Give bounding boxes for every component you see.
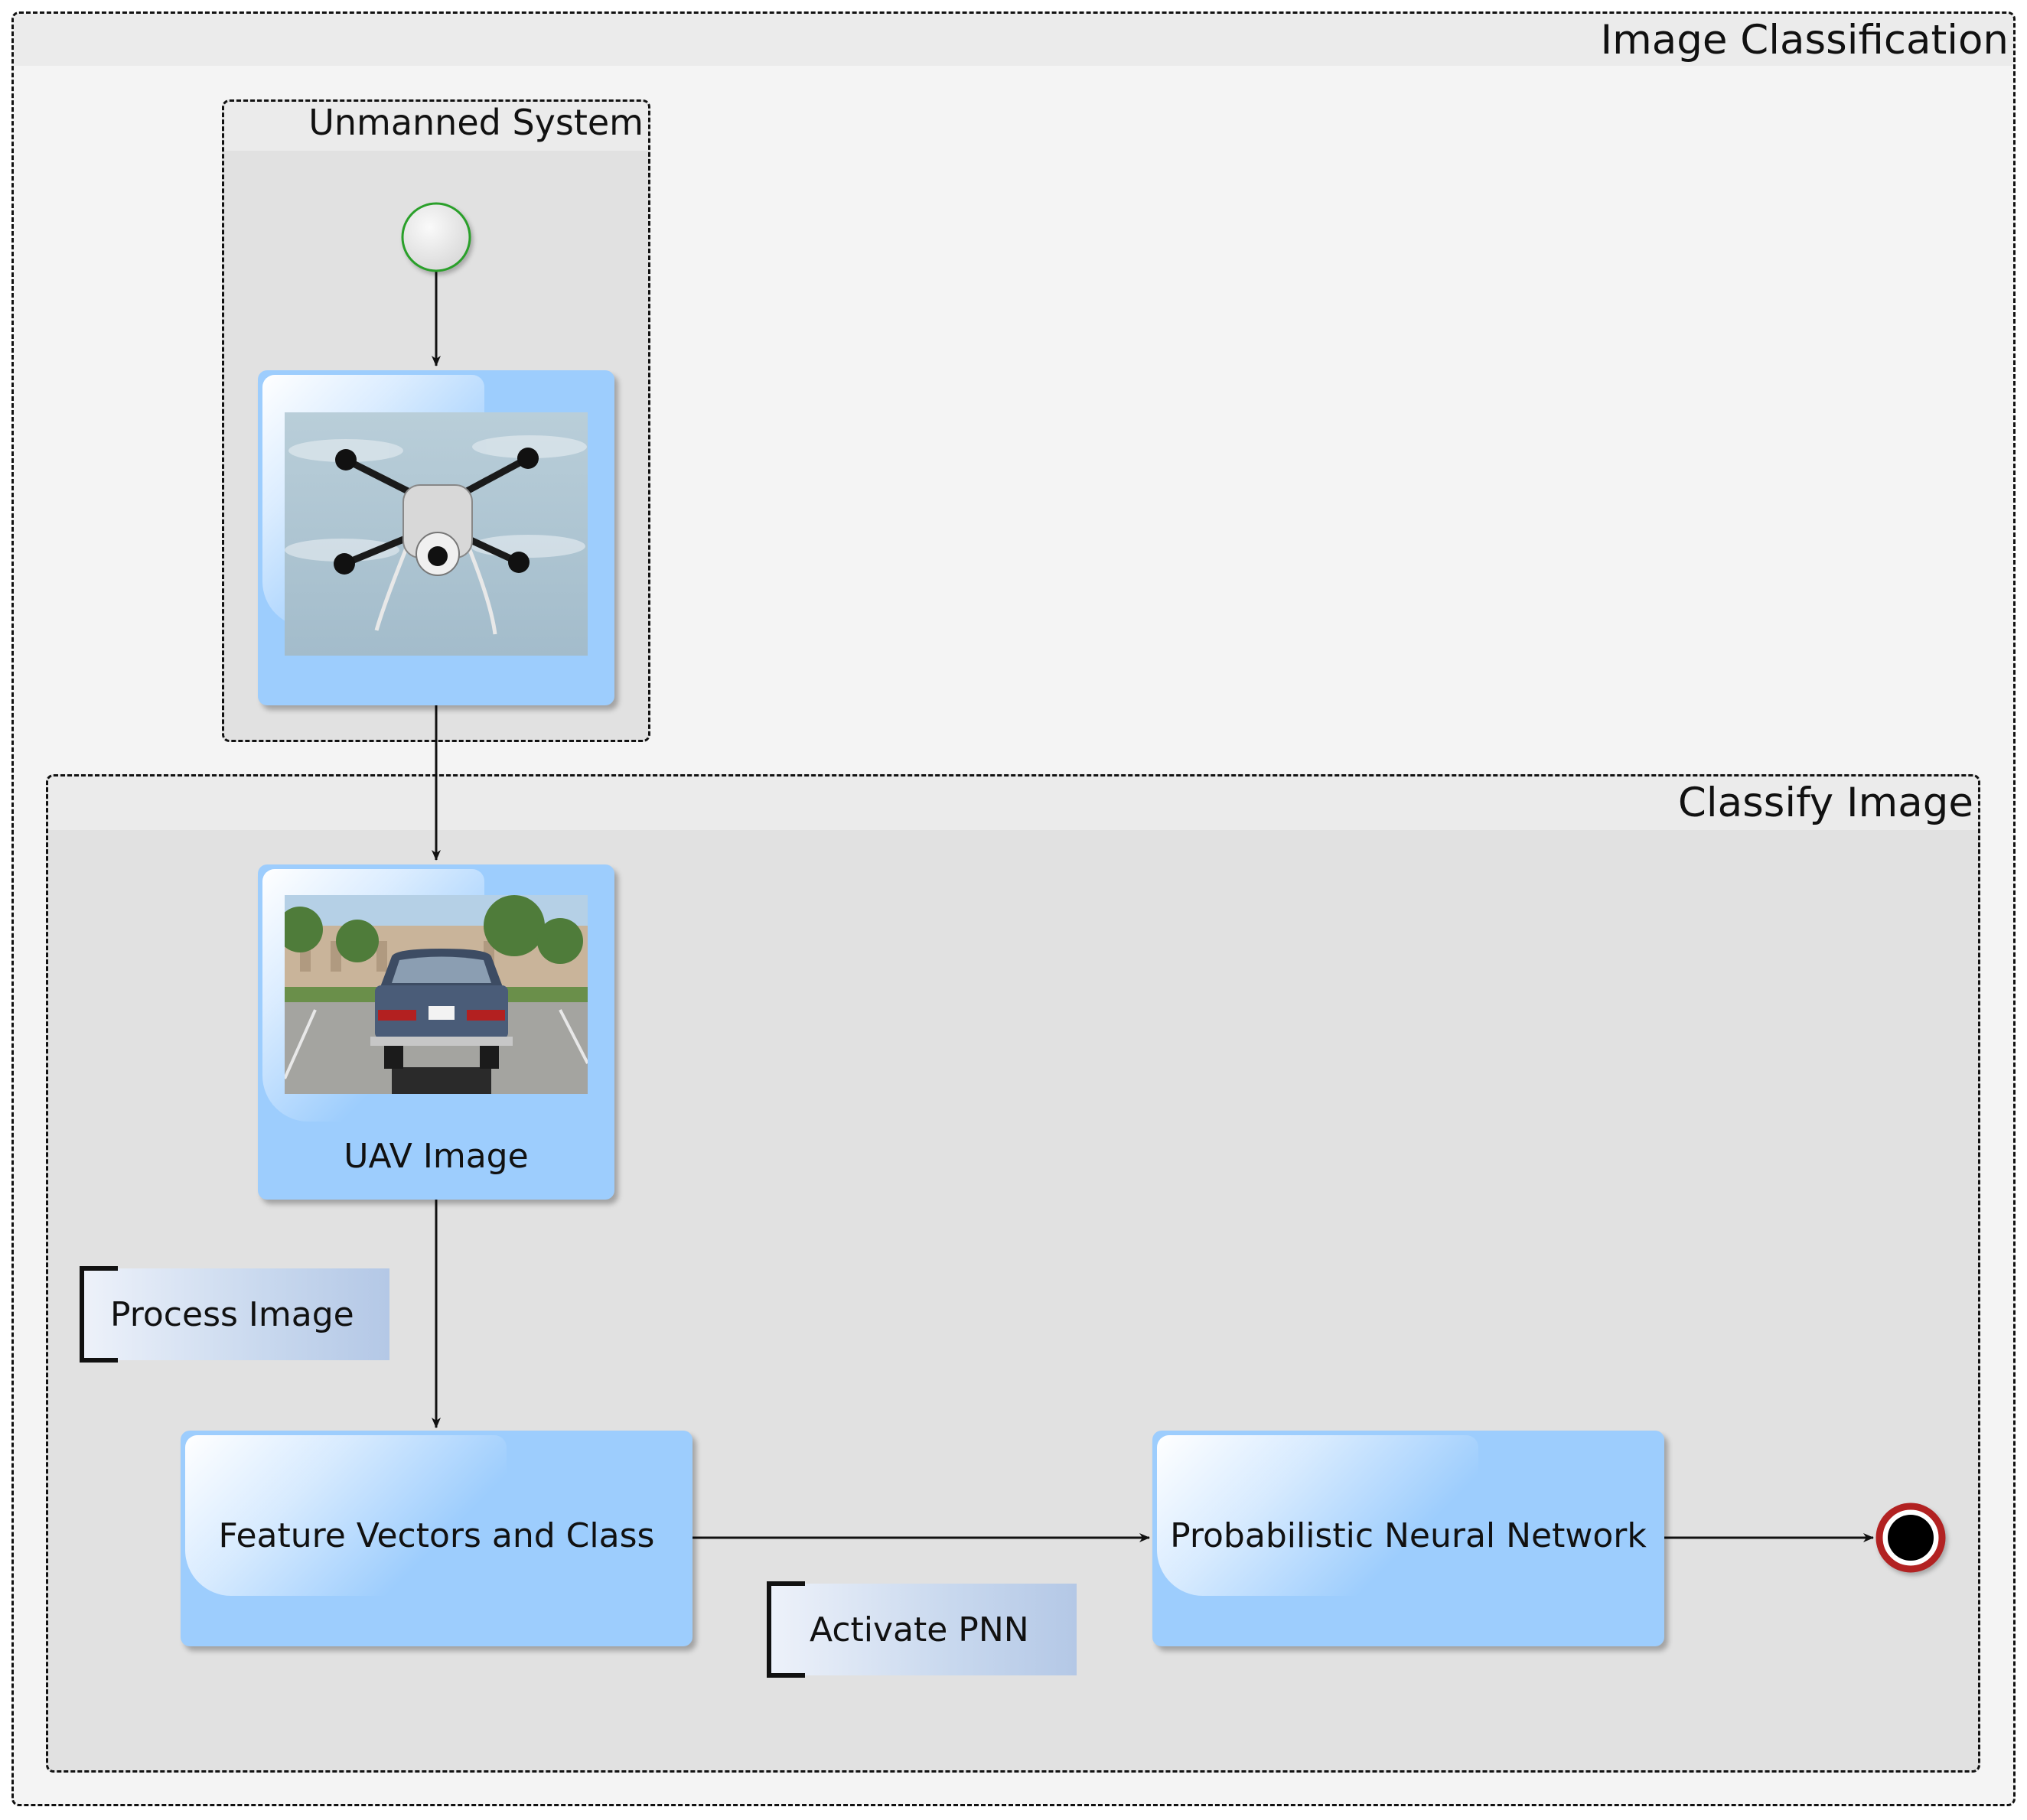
activate-pnn-annotation: Activate PNN xyxy=(767,1581,1077,1678)
lane-title-classify-image: Classify Image xyxy=(1677,780,1973,826)
feature-vectors-label: Feature Vectors and Class xyxy=(218,1516,655,1555)
lane-header xyxy=(48,777,1978,830)
uav-image-node[interactable]: UAV Image xyxy=(258,864,614,1200)
quadcopter-drone-image xyxy=(285,412,588,656)
process-image-annotation: Process Image xyxy=(80,1266,389,1363)
lane-header xyxy=(224,102,648,151)
feature-vectors-node[interactable]: Feature Vectors and Class xyxy=(181,1431,693,1646)
pool-title-image-classification: Image Classification xyxy=(1600,17,2009,63)
start-event xyxy=(401,202,471,272)
parked-car-rear-image xyxy=(285,895,588,1094)
activate-pnn-text: Activate PNN xyxy=(810,1610,1029,1649)
uav-node[interactable] xyxy=(258,370,614,705)
pnn-node[interactable]: Probabilistic Neural Network xyxy=(1152,1431,1664,1646)
pool-header xyxy=(14,14,2013,66)
uav-image-label: UAV Image xyxy=(344,1137,529,1176)
end-event-core xyxy=(1888,1515,1934,1561)
lane-title-unmanned-system: Unmanned System xyxy=(308,102,644,143)
annotation-bracket xyxy=(767,1581,805,1678)
process-image-text: Process Image xyxy=(110,1294,354,1334)
pnn-label: Probabilistic Neural Network xyxy=(1170,1516,1647,1555)
annotation-bracket xyxy=(80,1266,118,1363)
